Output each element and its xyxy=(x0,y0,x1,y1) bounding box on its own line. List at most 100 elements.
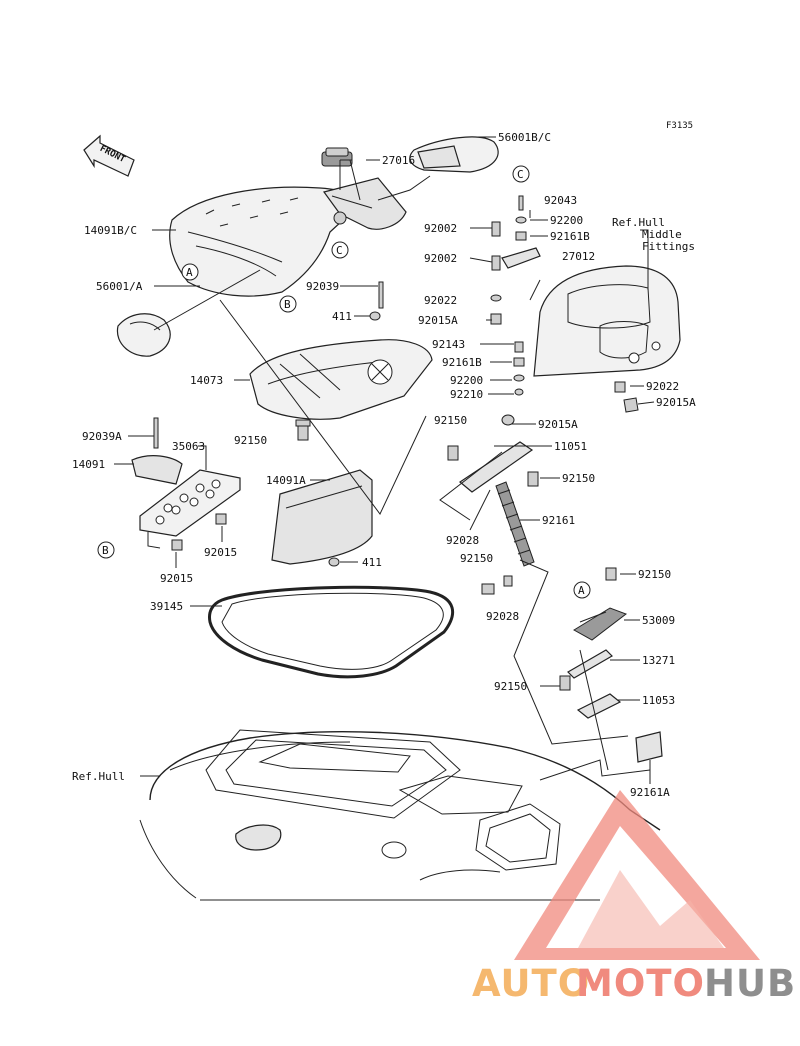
callout-11053: 11053 xyxy=(642,694,675,707)
tray-14073-part xyxy=(249,339,433,420)
callout-14091: 14091 xyxy=(72,458,105,471)
callout-92015a-a: 92015A xyxy=(418,314,458,327)
spacer-92161b2-part xyxy=(513,357,525,367)
screw-92043-part xyxy=(518,195,524,211)
svg-text:C: C xyxy=(517,168,524,181)
cover-14091a-part xyxy=(271,469,373,565)
spring-92161-part xyxy=(495,481,535,567)
ref-hull-middle-line3: Fittings xyxy=(642,240,695,253)
watermark-logo: AUTO MOTO HUB xyxy=(472,790,795,1005)
bracket-27016-part xyxy=(322,177,407,230)
washer-92210-part xyxy=(514,388,524,396)
callout-92200-b: 92200 xyxy=(450,374,483,387)
ref-marker-c1: C xyxy=(331,241,349,259)
bolt-92002b-part xyxy=(491,255,501,271)
spacer-92161b-part xyxy=(515,231,527,241)
svg-text:B: B xyxy=(102,544,109,557)
callout-92150-b: 92150 xyxy=(434,414,467,427)
nut-92022b-part xyxy=(614,381,626,393)
pad-92161a-part xyxy=(635,731,663,763)
ref-marker-b1: B xyxy=(279,295,297,313)
watermark-triangle-icon xyxy=(514,790,760,960)
ref-marker-c2: C xyxy=(512,165,530,183)
ref-marker-b2: B xyxy=(97,541,115,559)
callout-39145: 39145 xyxy=(150,600,183,613)
ref-hull-label: Ref.Hull xyxy=(72,770,125,783)
rod-13271-part xyxy=(567,649,613,679)
watermark-part1: AUTO xyxy=(472,962,590,1005)
cap-27016-part xyxy=(321,147,353,167)
callout-92015-a: 92015 xyxy=(204,546,237,559)
svg-text:A: A xyxy=(578,584,585,597)
nut-92015-part xyxy=(215,513,227,525)
washer-92200b-part xyxy=(513,374,525,382)
callout-56001a: 56001/A xyxy=(96,280,143,293)
callout-27012: 27012 xyxy=(562,250,595,263)
nut-92015b-part xyxy=(171,539,183,551)
callout-92210: 92210 xyxy=(450,388,483,401)
callout-92015a-c: 92015A xyxy=(538,418,578,431)
ref-hull-middle-line2: Middle xyxy=(642,228,682,241)
callout-35063: 35063 xyxy=(172,440,205,453)
bracket-53009-part xyxy=(573,607,628,641)
bolt-92150e-part xyxy=(605,567,617,581)
clip-92015a-part xyxy=(623,397,639,413)
callout-92002-a: 92002 xyxy=(424,222,457,235)
callout-11051: 11051 xyxy=(554,440,587,453)
callout-92150-a: 92150 xyxy=(234,434,267,447)
callout-56001bc: 56001B/C xyxy=(498,131,551,144)
pin-92039a-part xyxy=(153,417,159,449)
washer-411b-part xyxy=(328,557,340,567)
nut-92015a-part xyxy=(490,313,502,325)
callout-92039a: 92039A xyxy=(82,430,122,443)
callout-92161b-b: 92161B xyxy=(442,356,482,369)
bracket-plate-part xyxy=(501,247,541,269)
ref-marker-a2: A xyxy=(573,581,591,599)
callout-92161a: 92161A xyxy=(630,786,670,799)
block-14091-part xyxy=(131,455,183,485)
front-arrow-icon: FRONT xyxy=(83,134,135,177)
callout-92028-b: 92028 xyxy=(486,610,519,623)
bracket-35063-part xyxy=(139,469,241,549)
bolt-92002-part xyxy=(491,221,501,237)
callout-92150-f: 92150 xyxy=(494,680,527,693)
washer-92200-part xyxy=(515,216,527,224)
callout-411-top: 411 xyxy=(332,310,352,323)
figure-code: F3135 xyxy=(666,121,693,131)
callout-92161: 92161 xyxy=(542,514,575,527)
ref-marker-a1: A xyxy=(181,263,199,281)
svg-text:A: A xyxy=(186,266,193,279)
callout-92022-a: 92022 xyxy=(424,294,457,307)
callout-92039: 92039 xyxy=(306,280,339,293)
ref-hull-middle-line1: Ref.Hull xyxy=(612,216,665,229)
cowl-27012-part xyxy=(533,265,681,377)
watermark-part2: MOTO xyxy=(576,962,705,1005)
callout-92002-b: 92002 xyxy=(424,252,457,265)
bolt-92150f-part xyxy=(559,675,571,691)
washer-411-part xyxy=(369,311,381,321)
hull-part xyxy=(139,729,661,901)
callout-92150-c: 92150 xyxy=(562,472,595,485)
bolt-92150b-part xyxy=(447,445,459,461)
callout-411-bot: 411 xyxy=(362,556,382,569)
bolt-92150-part xyxy=(295,419,311,441)
callout-14073: 14073 xyxy=(190,374,223,387)
callout-92150-e: 92150 xyxy=(638,568,671,581)
callout-14091bc: 14091B/C xyxy=(84,224,137,237)
seat-cover-part xyxy=(169,186,358,297)
collar-92028-part xyxy=(503,575,513,587)
callout-92143: 92143 xyxy=(432,338,465,351)
collar-92143-part xyxy=(514,341,524,353)
callout-13271: 13271 xyxy=(642,654,675,667)
pin-92039-part xyxy=(378,281,384,309)
callout-14091a: 14091A xyxy=(266,474,306,487)
gasket-39145-part xyxy=(208,585,454,679)
svg-text:C: C xyxy=(336,244,343,257)
callout-92022-b: 92022 xyxy=(646,380,679,393)
callout-92043: 92043 xyxy=(544,194,577,207)
bolt-92150d-part xyxy=(481,583,495,595)
grip-56001a-part xyxy=(116,313,171,357)
callout-92200-a: 92200 xyxy=(550,214,583,227)
svg-text:B: B xyxy=(284,298,291,311)
